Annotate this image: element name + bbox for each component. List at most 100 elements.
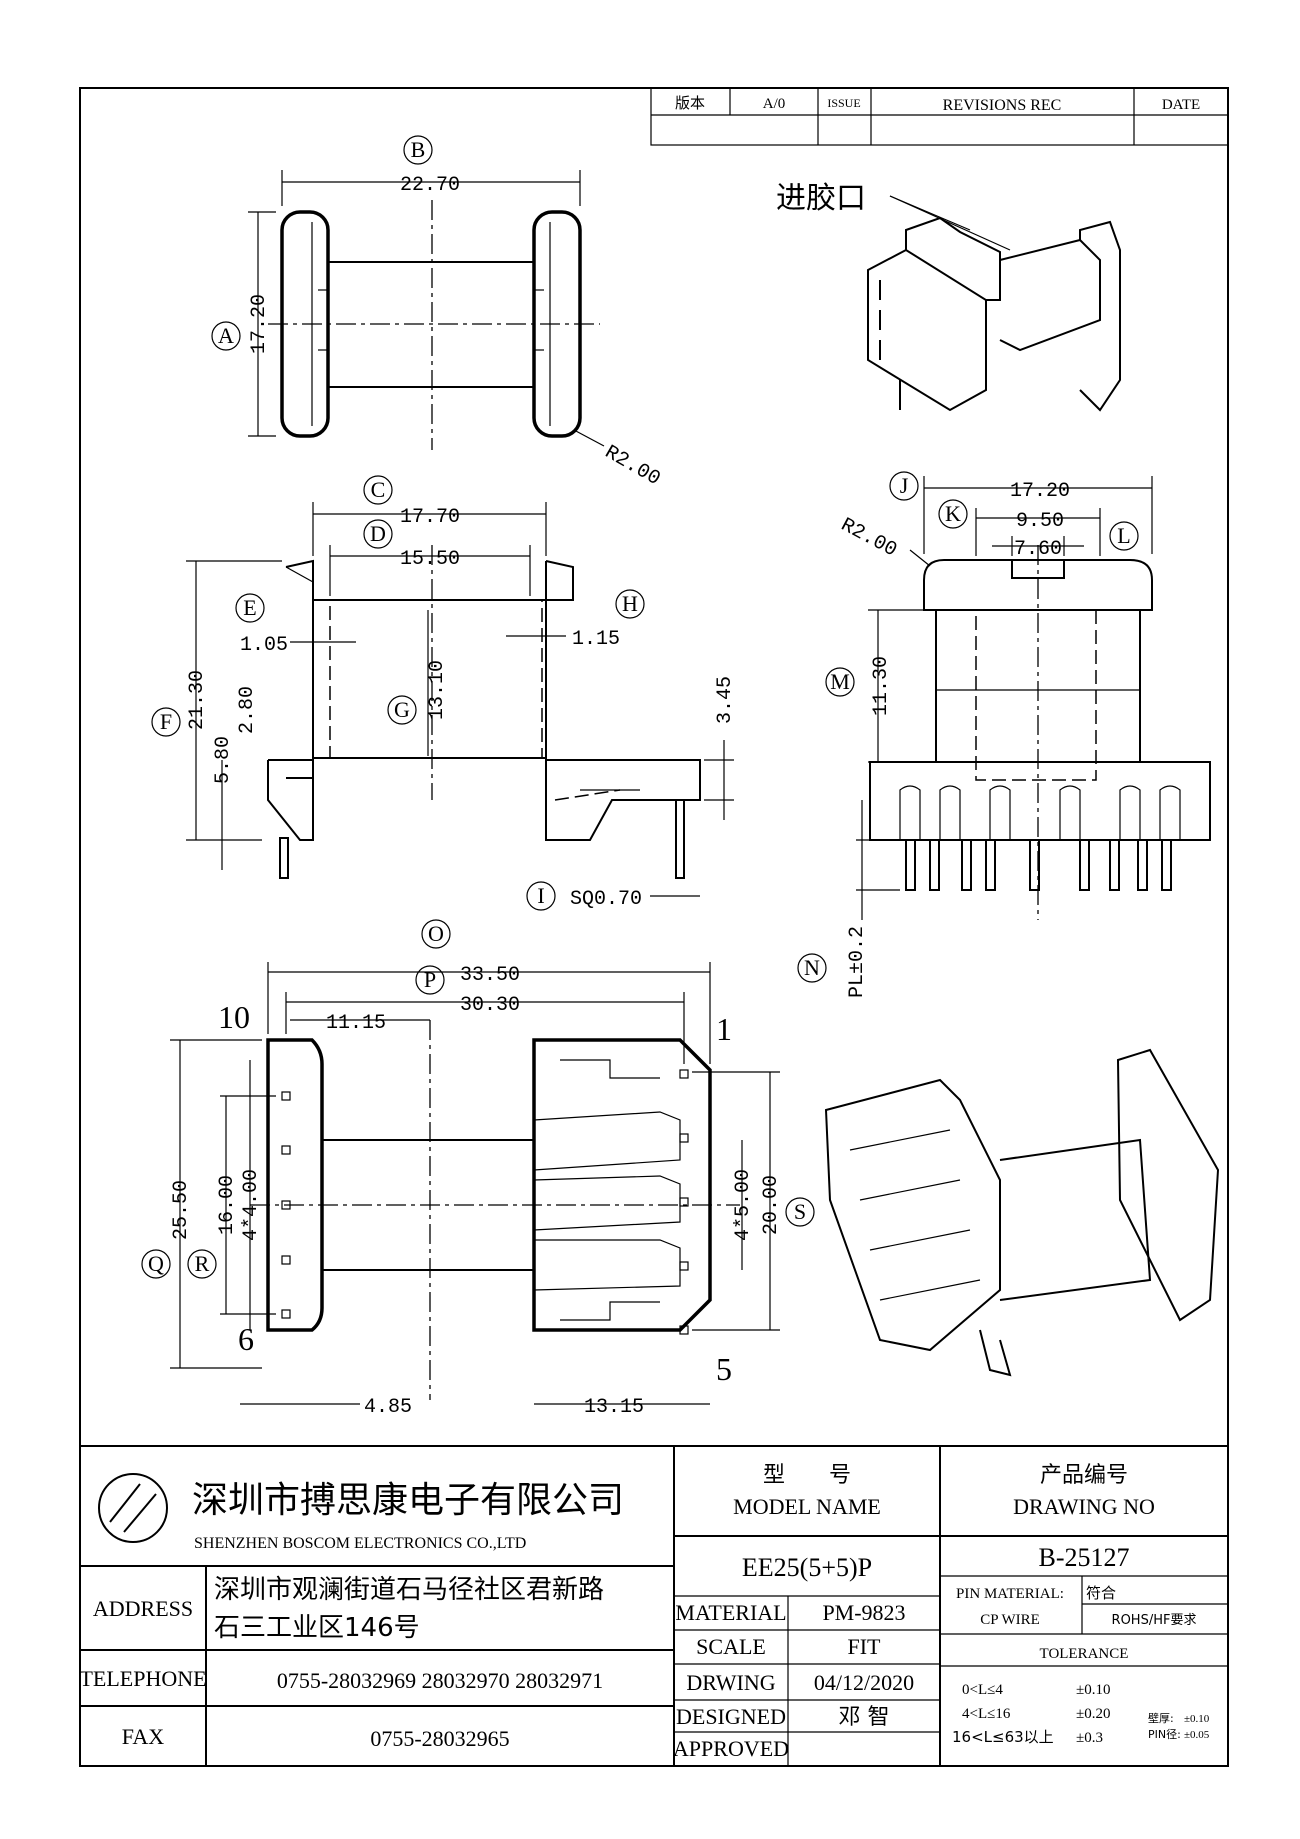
callout-b: B	[403, 135, 433, 165]
callout-f: F	[151, 707, 181, 737]
drwing-value: 04/12/2020	[814, 1670, 914, 1695]
company-name-cn: 深圳市搏思康电子有限公司	[192, 1480, 624, 1521]
callout-h: H	[615, 589, 645, 619]
callout-n: N	[797, 953, 827, 983]
callout-g: G	[387, 695, 417, 725]
material-value: PM-9823	[822, 1600, 905, 1625]
model-value: EE25(5+5)P	[742, 1553, 872, 1582]
pin-number-5: 5	[716, 1351, 732, 1387]
front-view: 17.70 15.50 1.05 1.15 13.10 21.30 5.80 2…	[186, 502, 737, 911]
svg-text:I: I	[537, 883, 544, 908]
callout-d: D	[363, 519, 393, 549]
dim-bot-11: 11.15	[326, 1012, 386, 1035]
dim-front-g: 13.10	[426, 660, 449, 720]
rohs-label: ROHS/HF要求	[1112, 1613, 1197, 1628]
drawing-value: B-25127	[1039, 1543, 1130, 1572]
callout-p: P	[415, 965, 445, 995]
dim-bot-r: 16.00	[216, 1175, 239, 1235]
svg-text:J: J	[900, 473, 909, 498]
pin-dia-value: ±0.05	[1184, 1729, 1210, 1741]
iso-view-top: 进胶口	[776, 181, 1121, 412]
svg-text:S: S	[794, 1199, 806, 1224]
svg-text:M: M	[830, 669, 850, 694]
designed-label: DESIGNED	[676, 1704, 786, 1729]
fax-value: 0755-28032965	[370, 1726, 509, 1751]
bottom-view: 33.50 30.30 11.15 25.50 16.00 4*4.00 20.…	[170, 962, 783, 1419]
wall-label: 壁厚:	[1148, 1711, 1174, 1725]
svg-text:D: D	[370, 521, 386, 546]
dim-bot-o: 33.50	[460, 964, 520, 987]
rev-date-label: DATE	[1162, 97, 1200, 113]
pin-material-label: PIN MATERIAL:	[956, 1586, 1064, 1602]
dim-front-pin-h: 3.45	[714, 676, 737, 724]
dim-bot-q: 25.50	[170, 1180, 193, 1240]
tol2-value: ±0.20	[1076, 1706, 1110, 1722]
dim-front-f2: 5.80	[212, 736, 235, 784]
top-view: 22.70 17.20 R2.00	[248, 170, 664, 491]
tolerance-label: TOLERANCE	[1040, 1646, 1129, 1662]
dim-side-radius: R2.00	[837, 514, 901, 562]
callout-m: M	[825, 667, 855, 697]
svg-text:N: N	[804, 955, 820, 980]
dim-top-width: 22.70	[400, 174, 460, 197]
rev-version-value: A/0	[763, 96, 786, 112]
side-view: 17.20 9.50 7.60 R2.00 11.30 PL±0.2	[837, 476, 1211, 998]
svg-text:H: H	[622, 591, 638, 616]
callout-s: S	[785, 1197, 815, 1227]
cp-wire: CP WIRE	[980, 1612, 1040, 1628]
tol1-range: 0<L≤4	[962, 1682, 1003, 1698]
svg-text:G: G	[394, 697, 410, 722]
dim-front-c: 17.70	[400, 506, 460, 529]
callouts: A B C D E F G H I J K L M N O P Q R S	[141, 135, 1139, 1279]
svg-text:B: B	[411, 137, 426, 162]
svg-text:F: F	[160, 709, 172, 734]
model-label-cn: 型 号	[763, 1463, 851, 1488]
svg-text:L: L	[1117, 523, 1130, 548]
scale-value: FIT	[848, 1634, 882, 1659]
drwing-label: DRWING	[686, 1670, 775, 1695]
dim-bot-1315: 13.15	[584, 1396, 644, 1419]
pin-number-1: 1	[716, 1011, 732, 1047]
title-block: 深圳市搏思康电子有限公司 SHENZHEN BOSCOM ELECTRONICS…	[79, 1445, 1228, 1766]
dim-side-m: 11.30	[870, 656, 893, 716]
pin-material-value: 符合	[1086, 1584, 1116, 1602]
tol1-value: ±0.10	[1076, 1682, 1110, 1698]
telephone-label: TELEPHONE	[79, 1666, 206, 1691]
callout-l: L	[1109, 521, 1139, 551]
dim-bot-s2: 4*5.00	[732, 1169, 755, 1241]
dim-front-i: SQ0.70	[570, 888, 642, 911]
callout-k: K	[938, 499, 968, 529]
dim-bot-r2: 4*4.00	[240, 1169, 263, 1241]
revision-table: 版本 A/0 ISSUE REVISIONS REC DATE	[650, 87, 1229, 146]
address-line2: 石三工业区146号	[214, 1613, 420, 1643]
svg-text:P: P	[424, 967, 436, 992]
tol3-range: 16<L≤63以上	[952, 1728, 1054, 1746]
dim-side-n: PL±0.2	[846, 926, 869, 998]
address-line1: 深圳市观澜街道石马径社区君新路	[214, 1575, 604, 1605]
wall-value: ±0.10	[1184, 1713, 1210, 1725]
tol2-range: 4<L≤16	[962, 1706, 1011, 1722]
dim-top-height: 17.20	[248, 294, 271, 354]
rev-revisions-label: REVISIONS REC	[943, 97, 1062, 114]
dim-front-f: 21.30	[186, 670, 209, 730]
dim-side-inner: 7.60	[1014, 538, 1062, 561]
svg-text:O: O	[428, 921, 444, 946]
callout-e: E	[235, 593, 265, 623]
dim-bot-485: 4.85	[364, 1396, 412, 1419]
company-name-en: SHENZHEN BOSCOM ELECTRONICS CO.,LTD	[194, 1535, 526, 1552]
callout-o: O	[421, 919, 451, 949]
svg-text:C: C	[371, 477, 386, 502]
pin-number-6: 6	[238, 1321, 254, 1357]
company-logo	[98, 1473, 168, 1543]
material-label: MATERIAL	[675, 1600, 786, 1625]
dim-side-j: 17.20	[1010, 480, 1070, 503]
model-label-en: MODEL NAME	[733, 1494, 881, 1519]
svg-text:Q: Q	[148, 1251, 164, 1276]
rev-issue-label: ISSUE	[827, 96, 860, 110]
dim-front-d: 15.50	[400, 548, 460, 571]
dim-bot-p: 30.30	[460, 994, 520, 1017]
drawing-label-en: DRAWING NO	[1013, 1494, 1155, 1519]
svg-text:E: E	[243, 595, 256, 620]
approved-label: APPROVED	[673, 1736, 789, 1761]
